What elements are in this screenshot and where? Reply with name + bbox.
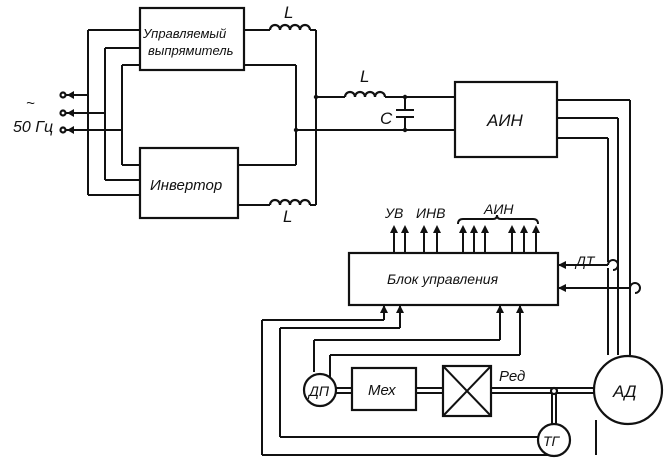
controlled-rectifier-block <box>138 6 246 72</box>
supply-terminal <box>59 126 67 134</box>
current-sensor-loop <box>558 258 620 271</box>
mechanism-label: Мех <box>368 382 396 399</box>
gearbox-label: Ред <box>499 368 525 385</box>
inductor-top <box>268 23 312 31</box>
bridge-outputs <box>238 23 455 206</box>
supply-terminal <box>59 91 67 99</box>
inverter-block <box>138 146 240 220</box>
capacitor-label: C <box>380 109 393 128</box>
inverter-label: Инвертор <box>150 177 222 194</box>
output-inv-label: ИНВ <box>416 205 445 221</box>
position-sensor-label: ДП <box>307 383 330 399</box>
motor-feed <box>557 99 642 355</box>
current-sensor-loop <box>558 281 642 294</box>
supply-tilde-label: ~ <box>26 95 35 112</box>
control-unit-label: Блок управления <box>387 271 499 287</box>
shaft-junction <box>549 386 559 396</box>
inductor-dc-link <box>343 90 387 98</box>
supply-frequency-label: 50 Гц <box>13 119 53 136</box>
voltage-inverter-block <box>453 80 559 159</box>
tachogenerator-label: ТГ <box>543 433 561 449</box>
inductor-bottom <box>268 198 312 206</box>
output-ain-label: АИН <box>483 201 514 217</box>
supply-input: ~ 50 Гц <box>13 29 140 196</box>
feedback-wiring <box>261 305 597 456</box>
tachogenerator <box>536 422 572 458</box>
inductor-bottom-label: L <box>283 207 292 226</box>
control-unit-outputs <box>390 214 540 253</box>
supply-terminal <box>59 109 67 117</box>
gearbox-block <box>441 364 493 418</box>
mechanism-block <box>350 366 418 412</box>
current-sensor-label: ДТ <box>574 253 596 269</box>
output-uv-label: УВ <box>384 205 403 221</box>
controlled-rectifier-label-line1: Управляемый <box>142 26 226 41</box>
control-unit-block <box>347 251 560 307</box>
induction-motor <box>592 354 664 426</box>
dc-link <box>343 90 455 133</box>
induction-motor-label: АД <box>612 382 637 401</box>
voltage-inverter-label: АИН <box>486 111 523 130</box>
position-sensor <box>302 372 338 408</box>
inductor-dc-link-label: L <box>360 67 369 86</box>
controlled-rectifier-label-line2: выпрямитель <box>148 43 234 58</box>
inductor-top-label: L <box>284 3 293 22</box>
